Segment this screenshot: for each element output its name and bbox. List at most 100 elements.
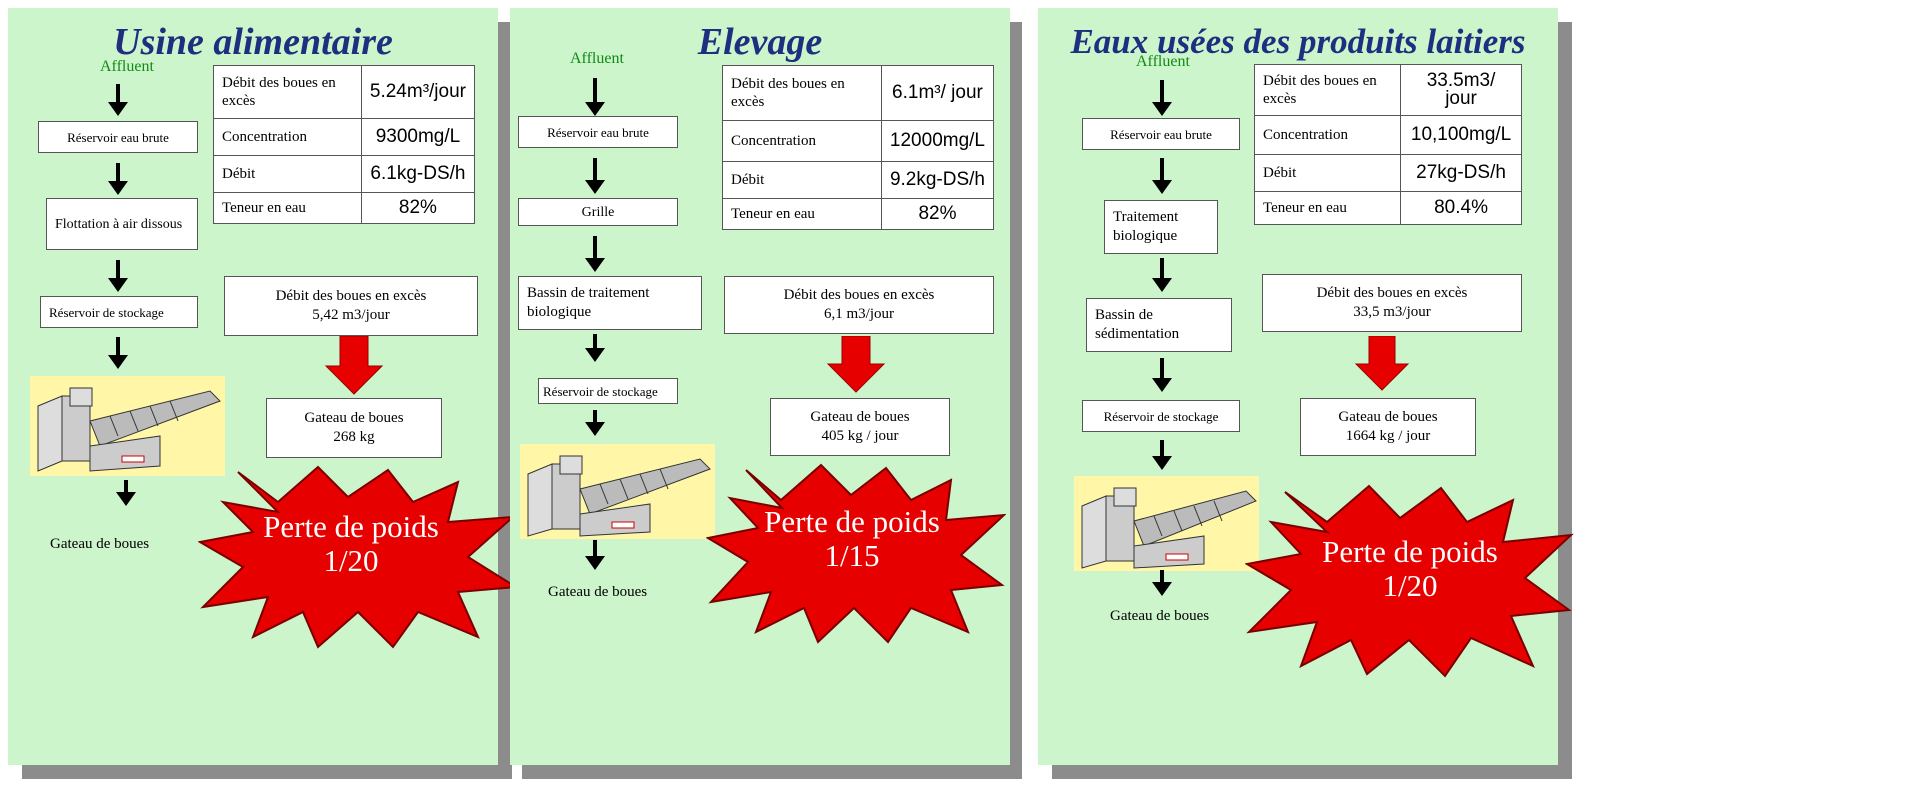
cake-label: Gateau de boues <box>1338 409 1438 425</box>
spec-value: 82% <box>880 198 995 230</box>
screw-press-machine <box>30 376 225 476</box>
panel-title: Elevage <box>697 21 823 63</box>
cake-label: Gateau de boues <box>304 410 404 426</box>
excess-sludge-box: Débit des boues en excès 33,5 m3/jour <box>1262 274 1522 332</box>
spec-label: Débit <box>1253 154 1402 192</box>
step-box: Réservoir eau brute <box>518 116 678 148</box>
panel-title: Usine alimentaire <box>113 21 393 63</box>
flow-arrow <box>108 163 128 195</box>
step-box: Bassin de sédimentation <box>1086 298 1232 352</box>
spec-label: Débit des boues en excès <box>722 65 882 121</box>
flow-arrow <box>585 158 605 194</box>
weight-loss-text: Perte de poids 1/20 <box>236 510 466 578</box>
flow-arrow <box>116 480 136 506</box>
flow-arrow <box>585 78 605 116</box>
flow-arrow <box>1152 570 1172 596</box>
spec-value: 9.2kg-DS/h <box>880 161 995 199</box>
spec-label: Concentration <box>1253 115 1402 155</box>
spec-label: Débit <box>213 155 362 193</box>
spec-value: 9300mg/L <box>360 118 476 156</box>
screw-press-machine <box>520 444 715 539</box>
spec-value: 33.5m3/ jour <box>1400 64 1522 116</box>
weight-loss-burst <box>706 463 1006 644</box>
step-box: Réservoir eau brute <box>38 121 198 153</box>
spec-value: 6.1kg-DS/h <box>360 155 476 193</box>
panel-livestock: Elevage Affluent Réservoir eau brute Gri… <box>510 8 1010 765</box>
sludge-cake-box: Gateau de boues 405 kg / jour <box>770 398 950 456</box>
step-box: Réservoir de stockage <box>538 378 678 404</box>
spec-label: Débit <box>722 161 882 199</box>
cake-value: 405 kg / jour <box>821 428 899 444</box>
spec-value: 5.24m³/jour <box>360 65 476 119</box>
flow-arrow <box>585 540 605 570</box>
spec-label: Débit des boues en excès <box>213 65 362 119</box>
red-down-arrow <box>324 336 384 395</box>
spec-value: 82% <box>360 192 476 224</box>
step-box: Réservoir de stockage <box>40 296 198 328</box>
excess-sludge-box: Débit des boues en excès 5,42 m3/jour <box>224 276 478 336</box>
red-down-arrow <box>826 336 886 393</box>
flow-arrow <box>1152 80 1172 116</box>
excess-label: Débit des boues en excès <box>1316 285 1468 301</box>
flow-arrow <box>108 260 128 292</box>
weight-loss-burst <box>1245 484 1574 678</box>
influent-label: Affluent <box>100 58 154 75</box>
step-box: Traitement biologique <box>1104 200 1218 254</box>
excess-value: 33,5 m3/jour <box>1353 304 1431 320</box>
loss-ratio: 1/20 <box>323 543 379 578</box>
flow-arrow <box>108 337 128 369</box>
excess-label: Débit des boues en excès <box>783 287 935 303</box>
flow-arrow <box>1152 440 1172 470</box>
weight-loss-text: Perte de poids 1/20 <box>1290 535 1530 603</box>
spec-value: 6.1m³/ jour <box>880 65 995 121</box>
spec-value: 27kg-DS/h <box>1400 154 1522 192</box>
spec-value: 12000mg/L <box>880 120 995 162</box>
cake-label: Gateau de boues <box>810 409 910 425</box>
loss-ratio: 1/15 <box>824 538 880 573</box>
loss-label: Perte de poids <box>263 509 439 544</box>
spec-label: Teneur en eau <box>1253 191 1402 225</box>
flow-arrow <box>585 236 605 272</box>
spec-value: 80.4% <box>1400 191 1522 225</box>
step-box: Réservoir de stockage <box>1082 400 1240 432</box>
influent-label: Affluent <box>570 50 624 67</box>
loss-label: Perte de poids <box>1322 534 1498 569</box>
step-box: Grille <box>518 198 678 226</box>
loss-label: Perte de poids <box>764 504 940 539</box>
flow-arrow <box>1152 358 1172 392</box>
spec-label: Teneur en eau <box>213 192 362 224</box>
panel-title: Eaux usées des produits laitiers <box>1070 22 1526 61</box>
red-down-arrow <box>1354 336 1410 391</box>
step-box: Réservoir eau brute <box>1082 118 1240 150</box>
influent-label: Affluent <box>1136 53 1190 70</box>
flow-arrow <box>1152 258 1172 292</box>
loss-ratio: 1/20 <box>1382 568 1438 603</box>
spec-label: Concentration <box>213 118 362 156</box>
screw-press-machine <box>1074 476 1259 571</box>
weight-loss-burst <box>198 465 518 649</box>
excess-sludge-box: Débit des boues en excès 6,1 m3/jour <box>724 276 994 334</box>
step-box: Flottation à air dissous <box>46 198 198 250</box>
cake-value: 268 kg <box>333 429 375 445</box>
output-label: Gateau de boues <box>50 536 150 552</box>
cake-value: 1664 kg / jour <box>1345 428 1431 444</box>
excess-value: 5,42 m3/jour <box>312 307 390 323</box>
excess-label: Débit des boues en excès <box>275 288 427 304</box>
panel-dairy-wastewater: Eaux usées des produits laitiers Affluen… <box>1038 8 1558 765</box>
sludge-cake-box: Gateau de boues 268 kg <box>266 398 442 458</box>
spec-label: Concentration <box>722 120 882 162</box>
flow-arrow <box>108 84 128 116</box>
step-box: Bassin de traitement biologique <box>518 276 702 330</box>
spec-label: Teneur en eau <box>722 198 882 230</box>
excess-value: 6,1 m3/jour <box>824 306 894 322</box>
panel-food-factory: Usine alimentaire Affluent Réservoir eau… <box>8 8 498 765</box>
spec-label: Débit des boues en excès <box>1253 64 1402 116</box>
flow-arrow <box>585 410 605 436</box>
weight-loss-text: Perte de poids 1/15 <box>742 505 962 573</box>
output-label: Gateau de boues <box>548 584 648 600</box>
output-label: Gateau de boues <box>1110 608 1210 624</box>
flow-arrow <box>585 334 605 362</box>
